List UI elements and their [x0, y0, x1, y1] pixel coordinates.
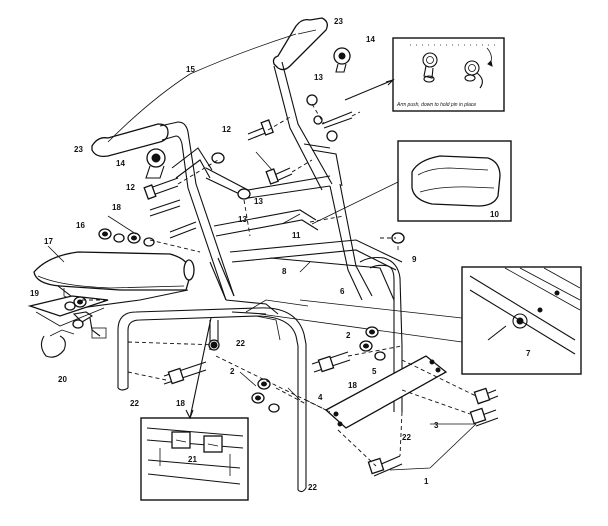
callout-18-left: 18 [112, 203, 121, 212]
callout-14-left: 14 [116, 159, 125, 168]
callout-2-right: 2 [346, 331, 351, 340]
callout-13-middle: 13 [254, 197, 263, 206]
callout-22-center: 22 [236, 339, 245, 348]
callout-7: 7 [526, 349, 531, 358]
callout-5: 5 [372, 367, 377, 376]
callout-22-bottom: 22 [308, 483, 317, 492]
callout-18-right: 18 [348, 381, 357, 390]
callout-12-left: 12 [126, 183, 135, 192]
inset-leader-lines [185, 78, 463, 420]
inset-pad-detail [397, 140, 512, 222]
handle-bar-assembly [91, 17, 403, 412]
callout-10: 10 [490, 210, 499, 219]
inset-caption: Arm push, down to hold pin in place [396, 102, 476, 108]
callout-23-left: 23 [74, 145, 83, 154]
callout-9: 9 [412, 255, 417, 264]
callout-13-lower: 13 [238, 215, 247, 224]
callout-13-top: 13 [314, 73, 323, 82]
callout-22-left: 22 [130, 399, 139, 408]
callout-4: 4 [318, 393, 323, 402]
inset-top-right-pin-detail: Arm push, down to hold pin in place [392, 37, 505, 112]
pin-knobs [145, 47, 351, 179]
callout-3: 3 [434, 421, 439, 430]
callout-6: 6 [340, 287, 345, 296]
callout-22-right: 22 [402, 433, 411, 442]
inset-bracket-detail [461, 266, 582, 375]
callout-12-upper: 12 [222, 125, 231, 134]
callout-19: 19 [30, 289, 39, 298]
callout-2-left: 2 [230, 367, 235, 376]
callout-15: 15 [186, 65, 195, 74]
inset-bottom-clamp-detail [140, 417, 249, 501]
callout-23-top: 23 [334, 17, 343, 26]
foot-plate [324, 355, 448, 429]
label-leader-lines [47, 33, 477, 471]
seat-connector-tubes [209, 257, 279, 315]
seat-assembly [27, 251, 195, 358]
callout-14-top: 14 [366, 35, 375, 44]
callout-8: 8 [282, 267, 287, 276]
callout-20: 20 [58, 375, 67, 384]
callout-21: 21 [188, 455, 197, 464]
assembly-dashed-lines [82, 103, 477, 467]
callout-18-lower: 18 [176, 399, 185, 408]
callout-1: 1 [424, 477, 429, 486]
callout-11: 11 [292, 231, 301, 240]
callout-labels: 23 15 14 13 12 23 14 12 13 18 11 10 13 1… [30, 17, 531, 492]
callout-16: 16 [76, 221, 85, 230]
bolts [143, 111, 499, 477]
callout-17: 17 [44, 237, 53, 246]
